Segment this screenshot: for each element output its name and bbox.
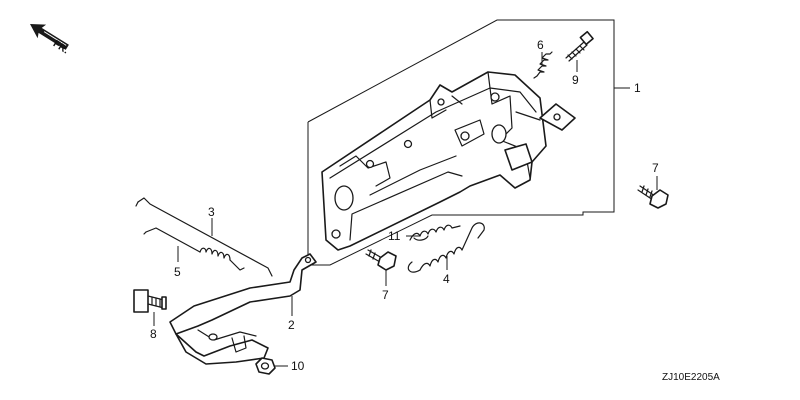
callout-5: 5: [174, 265, 181, 279]
spring-small: [533, 51, 553, 79]
callout-8: 8: [150, 327, 157, 341]
rod-with-spring: [143, 227, 245, 271]
callout-2: 2: [288, 318, 295, 332]
flange-bolt-right: [637, 185, 669, 209]
callout-9: 9: [572, 73, 579, 87]
control-rod: [135, 197, 273, 277]
callout-labels: 1 6 9 7 7 11 4 3 5 2 8 10: [150, 38, 659, 373]
callout-7-right: 7: [652, 161, 659, 175]
callout-10: 10: [291, 359, 305, 373]
callout-4: 4: [443, 272, 450, 286]
screw-upper: [565, 30, 594, 62]
spring-eleven: [409, 224, 461, 241]
callout-6: 6: [537, 38, 544, 52]
callout-11: 11: [388, 229, 401, 243]
flange-bolt-lower: [365, 249, 397, 271]
leader-lines: [153, 52, 658, 367]
front-direction-arrow-icon: [30, 24, 69, 50]
figure-code: ZJ10E2205A: [662, 372, 720, 383]
control-base-bracket: [321, 71, 576, 251]
callout-3: 3: [208, 205, 215, 219]
callout-7-lower: 7: [382, 288, 389, 302]
nut: [255, 357, 276, 375]
assembly-outline-frame: [307, 19, 615, 266]
callout-1: 1: [634, 81, 641, 95]
return-spring: [407, 222, 485, 273]
bolt-short: [133, 289, 167, 313]
control-lever: [169, 253, 317, 365]
front-direction-marker: FR.: [30, 24, 71, 56]
